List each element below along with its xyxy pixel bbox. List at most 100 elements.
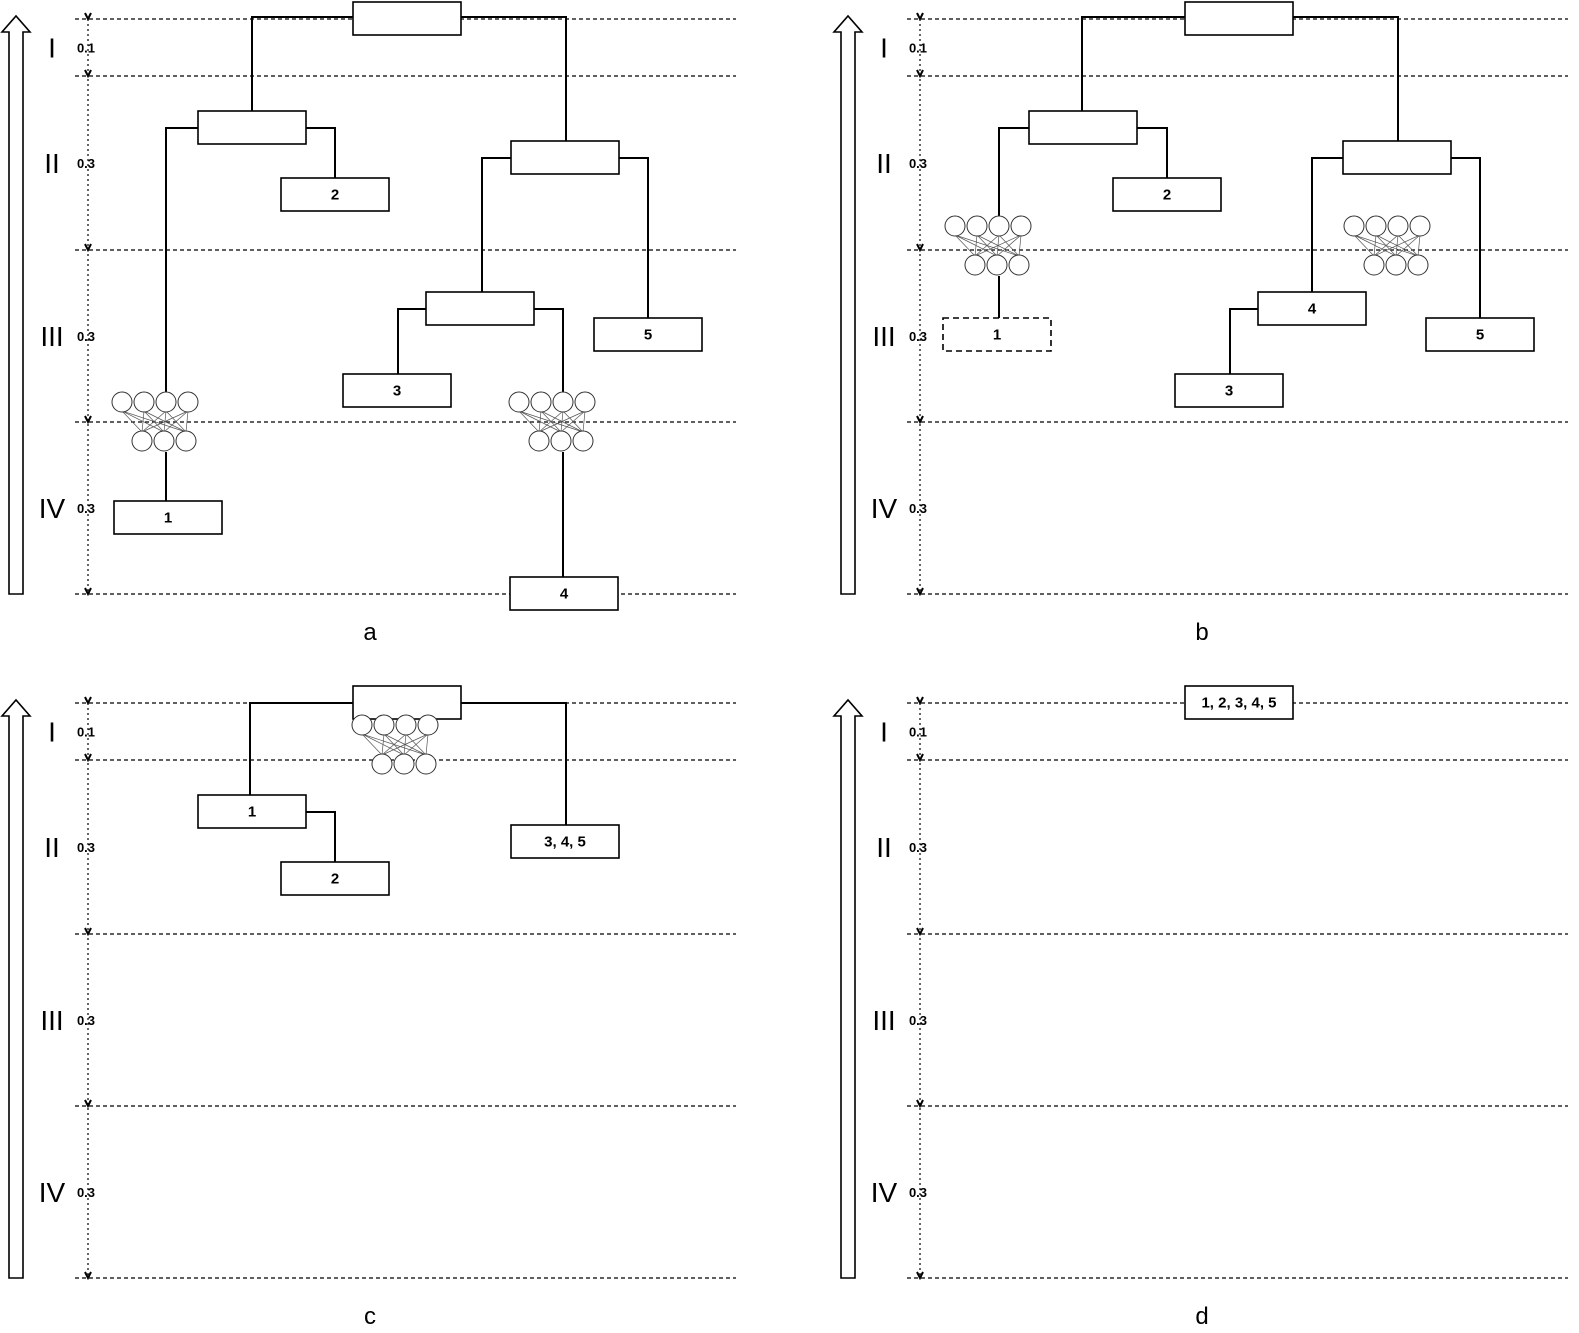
- hierarchy-arrow-2: [0, 698, 32, 1279]
- node-box-rect: [1028, 110, 1138, 145]
- dimension-tick: [84, 69, 92, 79]
- neuron-node: [373, 714, 395, 736]
- node-box-1-5: 5: [1425, 317, 1535, 352]
- node-box-2-1: 1: [197, 794, 307, 829]
- level-fraction-1: 0.3: [909, 840, 927, 855]
- neuron-node: [964, 254, 986, 276]
- node-box-1-4: 4: [1257, 291, 1367, 326]
- neuron-node: [966, 215, 988, 237]
- node-box-label: 3: [1225, 383, 1233, 400]
- node-box-rect: [593, 317, 703, 352]
- connector-line: [165, 127, 198, 401]
- node-box-rect: [509, 576, 619, 611]
- synapse-line: [141, 410, 167, 433]
- dimension-tick: [84, 927, 92, 937]
- node-box-rect: [197, 794, 307, 829]
- node-box-1-1: [1028, 110, 1138, 145]
- dimension-tick: [916, 927, 924, 937]
- dimension-tick: [916, 1099, 924, 1109]
- node-box-rect: [510, 824, 620, 859]
- level-fraction-0: 0.1: [77, 41, 95, 56]
- dimension-tick: [916, 696, 924, 706]
- node-box-rect: [425, 291, 535, 326]
- synapse-line: [381, 733, 407, 756]
- level-label-iv: IV: [871, 493, 898, 524]
- connector-line: [1311, 157, 1343, 292]
- node-box-1-2: 2: [1112, 177, 1222, 212]
- panel-caption-b: b: [1195, 619, 1208, 646]
- level-label-ii: II: [876, 832, 892, 863]
- connector-line: [1081, 16, 1185, 111]
- dimension-tick: [84, 243, 92, 253]
- level-fraction-2: 0.3: [77, 329, 95, 344]
- node-box-2-0: [352, 685, 462, 720]
- neuron-node: [1365, 215, 1387, 237]
- neuron-node: [175, 430, 197, 452]
- neuron-node: [1008, 254, 1030, 276]
- synapse-line: [1353, 234, 1375, 257]
- level-label-i: I: [880, 717, 888, 748]
- neuron-node: [177, 391, 199, 413]
- synapse-line: [1395, 234, 1421, 257]
- synapse-line: [1373, 234, 1421, 257]
- node-box-0-2: [510, 140, 620, 175]
- connector-line: [461, 702, 567, 825]
- neuron-node: [393, 753, 415, 775]
- node-box-label: 1: [248, 804, 256, 821]
- neuron-node: [1407, 254, 1429, 276]
- neuron-node: [986, 254, 1008, 276]
- synapse-line: [1373, 234, 1377, 257]
- neuron-node: [1343, 215, 1365, 237]
- synapse-line: [381, 733, 429, 756]
- node-box-0-6: 5: [593, 317, 703, 352]
- neuron-node: [1385, 254, 1407, 276]
- node-box-0-5: 3: [342, 373, 452, 408]
- neuron-node: [1010, 215, 1032, 237]
- node-box-rect: [1342, 140, 1452, 175]
- connector-line: [306, 127, 336, 178]
- node-box-rect: [1425, 317, 1535, 352]
- neural-net-icon-1-0: [944, 215, 1032, 276]
- synapse-line: [1417, 234, 1421, 257]
- level-label-ii: II: [876, 148, 892, 179]
- synapse-line: [582, 410, 586, 433]
- panel-caption-a: a: [363, 619, 377, 646]
- neuron-node: [572, 430, 594, 452]
- dimension-tick: [916, 753, 924, 763]
- synapse-line: [1018, 234, 1022, 257]
- neuron-node: [574, 391, 596, 413]
- synapse-line: [361, 733, 383, 756]
- level-label-iii: III: [872, 321, 895, 352]
- node-box-rect: [1174, 373, 1284, 408]
- node-box-1-6: 1: [942, 317, 1052, 352]
- neuron-node: [508, 391, 530, 413]
- level-label-i: I: [48, 33, 56, 64]
- node-box-label: 1, 2, 3, 4, 5: [1201, 695, 1276, 712]
- neural-net-icon-0-1: [508, 391, 596, 452]
- level-fraction-2: 0.3: [909, 1013, 927, 1028]
- synapse-line: [974, 234, 1000, 257]
- synapse-line: [974, 234, 1022, 257]
- level-label-ii: II: [44, 832, 60, 863]
- node-box-rect: [342, 373, 452, 408]
- level-label-iii: III: [872, 1005, 895, 1036]
- node-box-rect: [1112, 177, 1222, 212]
- node-box-1-3: [1342, 140, 1452, 175]
- panel-caption-d: d: [1195, 1303, 1208, 1330]
- neuron-node: [133, 391, 155, 413]
- neuron-node: [351, 714, 373, 736]
- node-box-0-4: [425, 291, 535, 326]
- node-box-0-0: [352, 1, 462, 36]
- dimension-tick: [84, 415, 92, 425]
- node-box-3-0: 1, 2, 3, 4, 5: [1184, 685, 1294, 720]
- dimension-tick: [84, 12, 92, 22]
- dimension-tick: [916, 69, 924, 79]
- neuron-node: [1409, 215, 1431, 237]
- dimension-tick: [84, 696, 92, 706]
- synapse-line: [403, 733, 429, 756]
- node-box-rect: [1184, 1, 1294, 36]
- node-box-rect: [280, 177, 390, 212]
- neuron-node: [395, 714, 417, 736]
- level-fraction-1: 0.3: [77, 840, 95, 855]
